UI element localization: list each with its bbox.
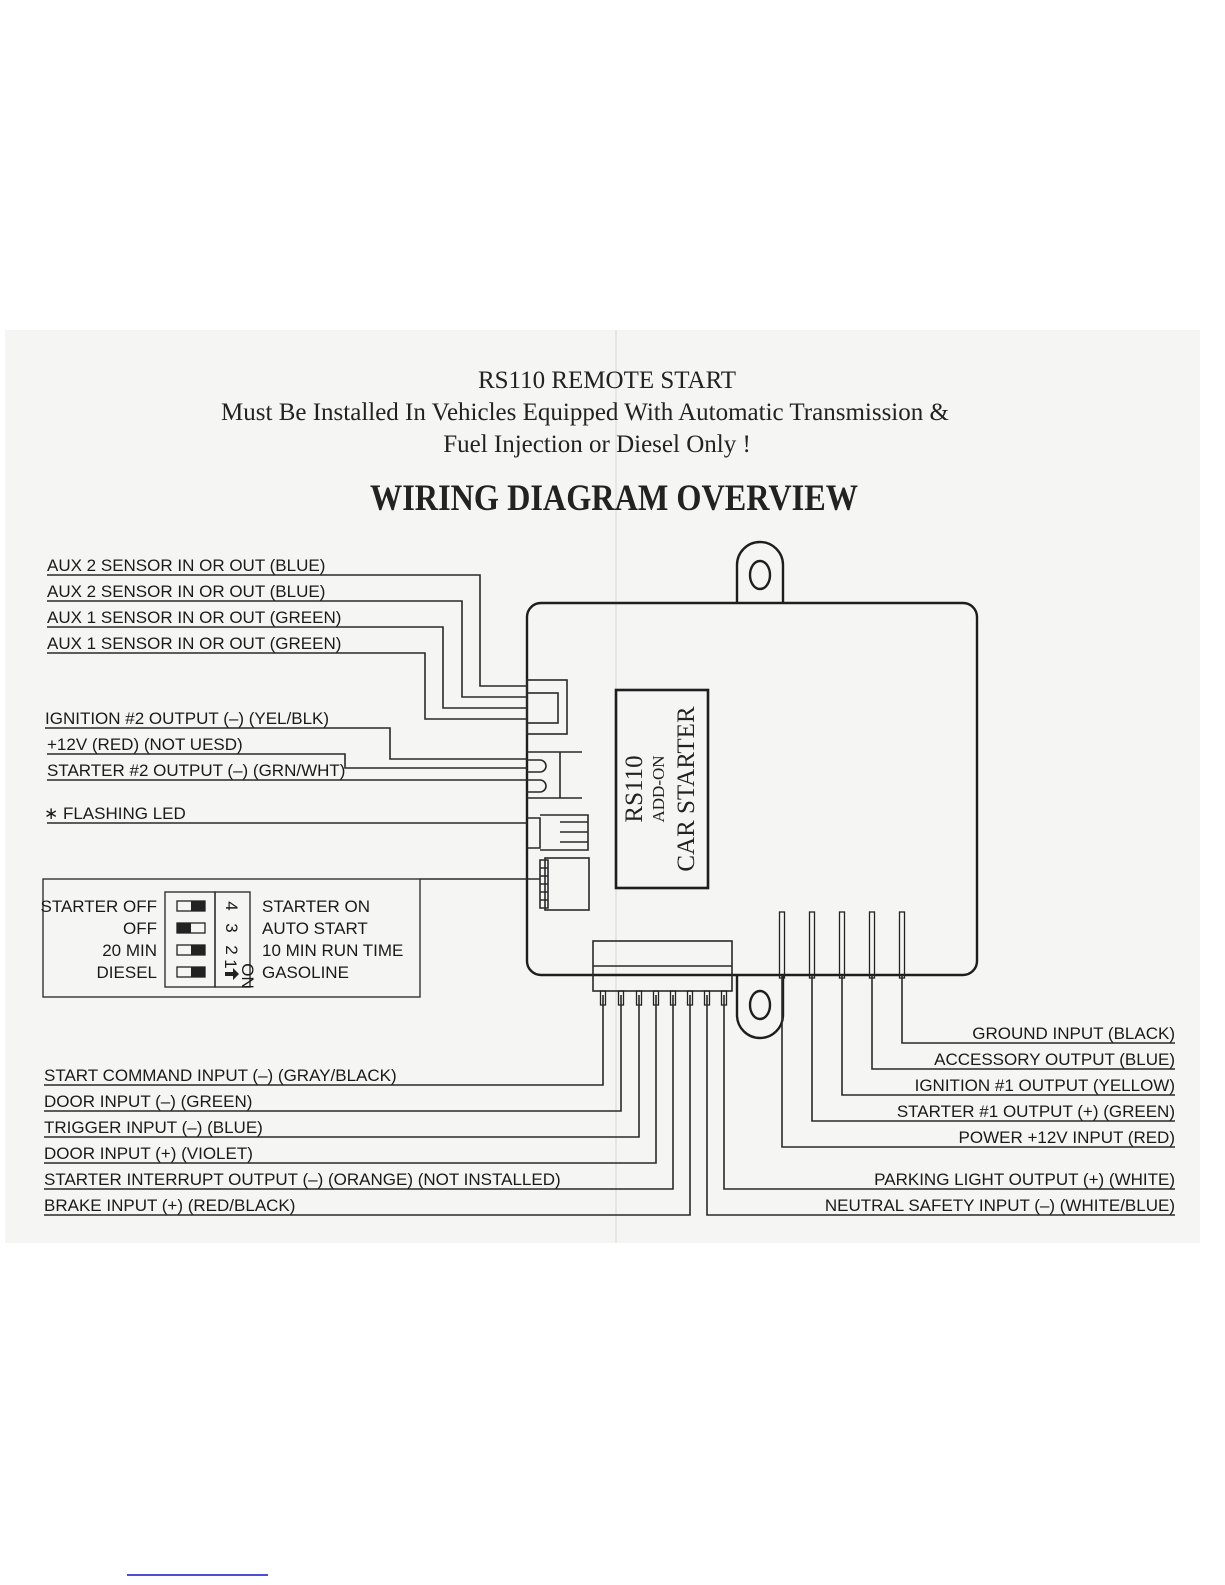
module-housing <box>525 601 979 977</box>
left-wire-labels: AUX 2 SENSOR IN OR OUT (BLUE) AUX 2 SENS… <box>44 556 345 823</box>
output-connector <box>527 751 582 799</box>
module-name: CAR STARTER <box>673 706 700 872</box>
wire-label-starter-interrupt: STARTER INTERRUPT OUTPUT (–) (ORANGE) (N… <box>44 1170 561 1189</box>
dip-number: 4 <box>222 901 241 910</box>
dip-row: 20 MIN 2 10 MIN RUN TIME <box>102 941 403 960</box>
bottom-mount-hole <box>748 989 772 1021</box>
dip-right-label: STARTER ON <box>262 897 370 916</box>
dip-left-label: 20 MIN <box>102 941 157 960</box>
wire-label-start-command: START COMMAND INPUT (–) (GRAY/BLACK) <box>44 1066 397 1085</box>
top-mount-tab <box>735 540 785 603</box>
bottom-left-wire-routes <box>44 995 1175 1216</box>
dip-toggle-knob <box>191 901 205 911</box>
module-label-box <box>614 688 710 890</box>
dip-row: STARTER OFF 4 STARTER ON <box>41 897 371 916</box>
heading: WIRING DIAGRAM OVERVIEW <box>370 478 858 519</box>
dip-row: OFF 3 AUTO START <box>123 919 368 938</box>
dip-right-label: AUTO START <box>262 919 368 938</box>
dip-right-label: 10 MIN RUN TIME <box>262 941 403 960</box>
wire-label-door-pos: DOOR INPUT (+) (VIOLET) <box>44 1144 253 1163</box>
wire-label-ignition2: IGNITION #2 OUTPUT (–) (YEL/BLK) <box>45 709 329 728</box>
scanned-sheet <box>5 330 1200 1243</box>
dip-left-label: OFF <box>123 919 157 938</box>
dip-left-label: STARTER OFF <box>41 897 158 916</box>
wire-label-aux2-b: AUX 2 SENSOR IN OR OUT (BLUE) <box>47 582 325 601</box>
dip-toggle-knob <box>177 923 191 933</box>
wire-label-aux1-b: AUX 1 SENSOR IN OR OUT (GREEN) <box>47 634 341 653</box>
right-wire-labels: GROUND INPUT (BLACK) ACCESSORY OUTPUT (B… <box>825 1024 1175 1215</box>
wire-label-starter1: STARTER #1 OUTPUT (+) (GREEN) <box>897 1102 1175 1121</box>
wire-label-door-neg: DOOR INPUT (–) (GREEN) <box>44 1092 252 1111</box>
dip-toggle-knob <box>191 945 205 955</box>
dip-toggle-knob <box>191 967 205 977</box>
wire-label-starter2: STARTER #2 OUTPUT (–) (GRN/WHT) <box>47 761 345 780</box>
module-unit: RS110 ADD-ON CAR STARTER <box>525 540 979 1040</box>
dip-number: 2 <box>222 945 241 954</box>
dip-number-strip <box>214 891 251 988</box>
module-model: RS110 <box>621 755 648 822</box>
wire-label-12v-unused: +12V (RED) (NOT UESD) <box>47 735 243 754</box>
dip-switch-panel: STARTER OFF 4 STARTER ON OFF 3 AUTO START 20 M… <box>41 878 421 998</box>
dip-number: 1 <box>221 959 240 968</box>
top-mount-hole <box>748 559 772 591</box>
subtitle-line1: Must Be Installed In Vehicles Equipped W… <box>221 399 949 426</box>
bottom-left-wire-labels: START COMMAND INPUT (–) (GRAY/BLACK) DOO… <box>44 1066 561 1215</box>
wire-label-aux2-a: AUX 2 SENSOR IN OR OUT (BLUE) <box>47 556 325 575</box>
wire-label-neutral-safety: NEUTRAL SAFETY INPUT (–) (WHITE/BLUE) <box>825 1196 1175 1215</box>
title: RS110 REMOTE START <box>478 367 736 394</box>
wire-label-power: POWER +12V INPUT (RED) <box>959 1128 1175 1147</box>
left-wire-routes <box>45 574 540 880</box>
wire-label-trigger: TRIGGER INPUT (–) (BLUE) <box>44 1118 263 1137</box>
right-wire-routes <box>781 975 1175 1148</box>
dip-on-label: ON <box>238 963 257 989</box>
on-arrow-icon <box>225 968 239 980</box>
wire-label-ignition1: IGNITION #1 OUTPUT (YELLOW) <box>915 1076 1175 1095</box>
wire-label-brake: BRAKE INPUT (+) (RED/BLACK) <box>44 1196 295 1215</box>
wire-label-parking-light: PARKING LIGHT OUTPUT (+) (WHITE) <box>874 1170 1175 1189</box>
wire-label-ground: GROUND INPUT (BLACK) <box>972 1024 1175 1043</box>
dip-right-label: GASOLINE <box>262 963 349 982</box>
module-addon: ADD-ON <box>649 755 668 822</box>
dip-number: 3 <box>222 923 241 932</box>
wire-label-accessory: ACCESSORY OUTPUT (BLUE) <box>934 1050 1175 1069</box>
subtitle-line2: Fuel Injection or Diesel Only ! <box>443 431 751 458</box>
wire-label-aux1-a: AUX 1 SENSOR IN OR OUT (GREEN) <box>47 608 341 627</box>
wire-label-flashing-led: ∗ FLASHING LED <box>44 804 186 823</box>
led-connector <box>527 814 589 851</box>
dip-panel-border <box>42 878 421 998</box>
dip-connector-pins <box>539 859 549 909</box>
dip-row: DIESEL 1 GASOLINE <box>97 959 349 982</box>
dip-left-label: DIESEL <box>97 963 157 982</box>
